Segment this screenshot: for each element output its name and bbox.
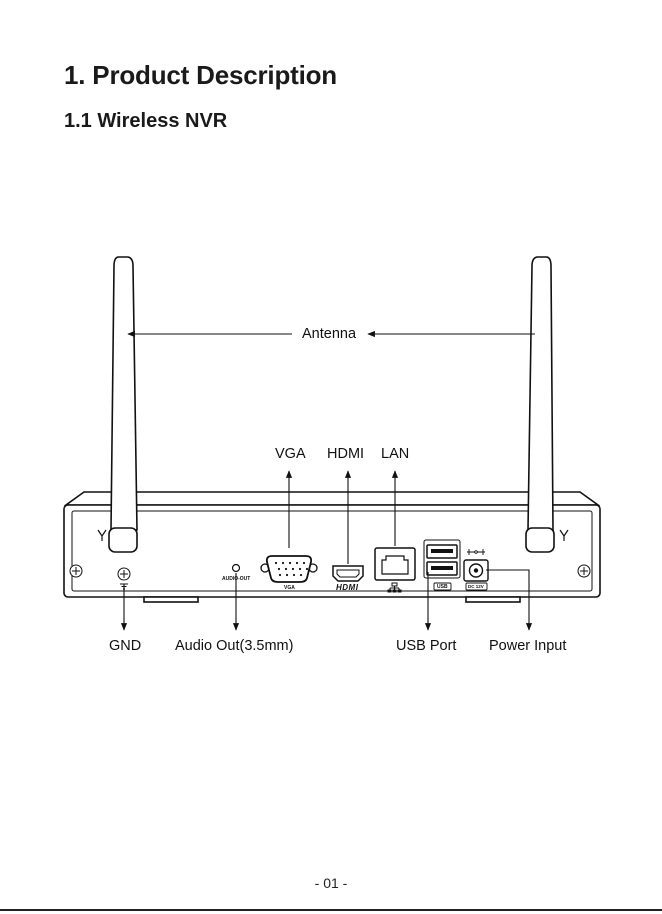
panel-text-dc: DC 12V: [468, 584, 484, 590]
antenna-left: [109, 257, 137, 552]
label-power-input: Power Input: [489, 638, 566, 654]
audio-out-jack-icon: [233, 565, 240, 572]
label-vga: VGA: [275, 446, 306, 462]
label-hdmi: HDMI: [327, 446, 364, 462]
lan-port-icon: [375, 548, 415, 580]
label-lan: LAN: [381, 446, 409, 462]
label-audio-out: Audio Out(3.5mm): [175, 638, 293, 654]
label-gnd: GND: [109, 638, 141, 654]
panel-text-usb: USB: [437, 584, 448, 590]
panel-text-audio-out: AUDIO-OUT: [222, 576, 250, 582]
side-screw-left-icon: [70, 565, 82, 577]
panel-text-vga: VGA: [284, 585, 295, 591]
hdmi-port-icon: [333, 566, 363, 581]
label-antenna: Antenna: [302, 326, 356, 342]
label-usb-port: USB Port: [396, 638, 456, 654]
panel-text-hdmi: HDMI: [336, 583, 358, 592]
side-screw-right-icon: [578, 565, 590, 577]
nvr-device: [64, 492, 600, 602]
antenna-right: [526, 257, 554, 552]
bottom-rule: [0, 909, 662, 911]
page-number: - 01 -: [0, 875, 662, 891]
